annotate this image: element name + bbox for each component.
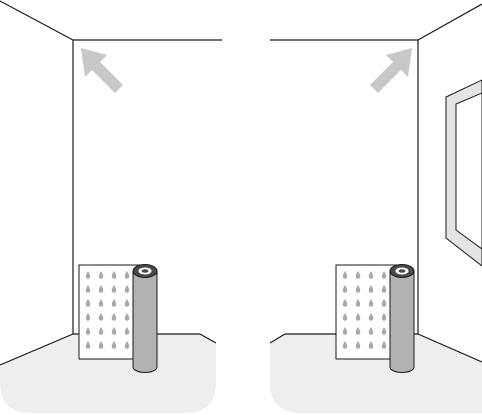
raindrop-icon (98, 327, 104, 335)
raindrop-icon (85, 327, 91, 335)
raindrop-icon (85, 341, 91, 349)
raindrop-icon (98, 285, 104, 293)
raindrop-icon (124, 313, 130, 321)
raindrop-icon (355, 285, 361, 293)
raindrop-pattern (342, 271, 387, 349)
right-panel (269, 3, 482, 413)
raindrop-icon (98, 313, 104, 321)
raindrop-icon (355, 271, 361, 279)
arrow-up-right-icon (370, 48, 412, 93)
window-frame (445, 79, 482, 267)
raindrop-icon (124, 285, 130, 293)
roll-core-hole (398, 269, 406, 273)
raindrop-icon (111, 341, 117, 349)
raindrop-icon (342, 341, 348, 349)
left-panel-floor (0, 334, 216, 413)
raindrop-icon (355, 327, 361, 335)
raindrop-icon (124, 271, 130, 279)
raindrop-icon (342, 327, 348, 335)
raindrop-icon (368, 327, 374, 335)
raindrop-icon (111, 313, 117, 321)
raindrop-icon (342, 285, 348, 293)
raindrop-icon (85, 285, 91, 293)
raindrop-icon (98, 271, 104, 279)
wallpaper-roll (335, 264, 415, 373)
raindrop-icon (368, 271, 374, 279)
raindrop-icon (342, 271, 348, 279)
raindrop-icon (98, 299, 104, 307)
raindrop-icon (342, 313, 348, 321)
raindrop-pattern (85, 271, 130, 349)
raindrop-icon (368, 341, 374, 349)
right-panel-floor (270, 334, 482, 413)
raindrop-icon (381, 341, 387, 349)
raindrop-icon (111, 299, 117, 307)
raindrop-icon (381, 285, 387, 293)
raindrop-icon (111, 271, 117, 279)
raindrop-icon (85, 299, 91, 307)
left-panel (0, 0, 222, 413)
raindrop-icon (381, 299, 387, 307)
arrow-up-left-icon (81, 48, 123, 93)
raindrop-icon (85, 313, 91, 321)
raindrop-icon (124, 327, 130, 335)
raindrop-icon (85, 271, 91, 279)
wallpaper-roll (78, 264, 158, 373)
raindrop-icon (368, 313, 374, 321)
roll-body (132, 270, 158, 373)
roll-body (389, 270, 415, 373)
raindrop-icon (368, 285, 374, 293)
raindrop-icon (111, 327, 117, 335)
raindrop-icon (368, 299, 374, 307)
window-glass (455, 92, 482, 250)
raindrop-icon (124, 299, 130, 307)
raindrop-icon (355, 299, 361, 307)
roll-core-hole (141, 269, 149, 273)
raindrop-icon (381, 313, 387, 321)
raindrop-icon (342, 299, 348, 307)
raindrop-icon (111, 285, 117, 293)
raindrop-icon (98, 341, 104, 349)
raindrop-icon (124, 341, 130, 349)
raindrop-icon (381, 327, 387, 335)
raindrop-icon (355, 313, 361, 321)
raindrop-icon (355, 341, 361, 349)
raindrop-icon (381, 271, 387, 279)
